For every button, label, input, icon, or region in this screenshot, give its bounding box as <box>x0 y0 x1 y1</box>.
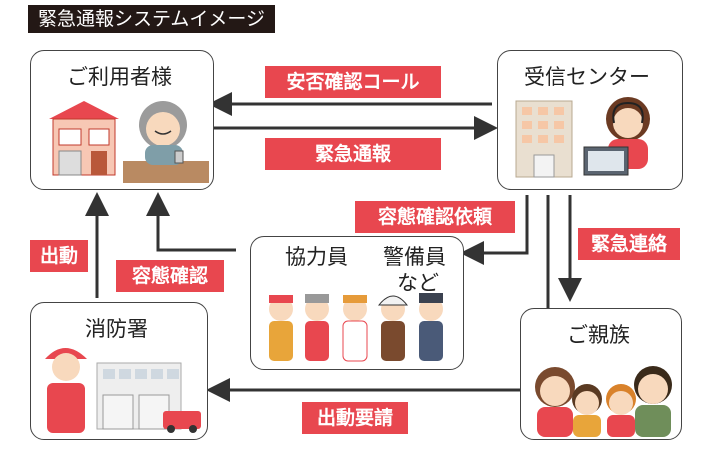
arrow-status-check <box>146 192 236 252</box>
helpers-group-illustration <box>269 293 443 362</box>
fire-station-box: 消防署 <box>30 302 208 440</box>
firefighter-illustration <box>45 348 87 433</box>
label-emergency-contact: 緊急連絡 <box>578 228 680 260</box>
label-status-check: 容態確認 <box>116 260 224 292</box>
center-box: 受信センター <box>497 50 683 190</box>
label-dispatch: 出動 <box>30 240 88 272</box>
center-title: 受信センター <box>524 65 650 89</box>
helpers-title-a: 協力員 <box>285 245 348 269</box>
helpers-box: 協力員 警備員 など <box>250 236 464 370</box>
building-illustration <box>515 100 573 178</box>
helpers-title-b2: など <box>397 271 439 295</box>
user-box: ご利用者様 <box>30 50 214 190</box>
family-box: ご親族 <box>520 308 682 440</box>
elderly-person-illustration <box>123 101 209 183</box>
family-illustration <box>535 366 672 437</box>
house-illustration <box>49 101 119 176</box>
arrow-status-request <box>460 195 529 265</box>
fire-station-building-illustration <box>96 362 201 433</box>
label-emergency-report: 緊急通報 <box>265 138 441 170</box>
label-dispatch-request: 出動要請 <box>302 402 408 434</box>
label-safety-call: 安否確認コール <box>265 66 441 98</box>
label-status-request: 容態確認依頼 <box>355 201 515 233</box>
diagram-title: 緊急通報システムイメージ <box>28 5 276 33</box>
family-title: ご親族 <box>567 323 630 347</box>
fire-station-title: 消防署 <box>85 317 148 341</box>
user-title: ご利用者様 <box>67 65 172 89</box>
operator-illustration <box>583 97 650 176</box>
helpers-title-b1: 警備員 <box>383 245 446 269</box>
